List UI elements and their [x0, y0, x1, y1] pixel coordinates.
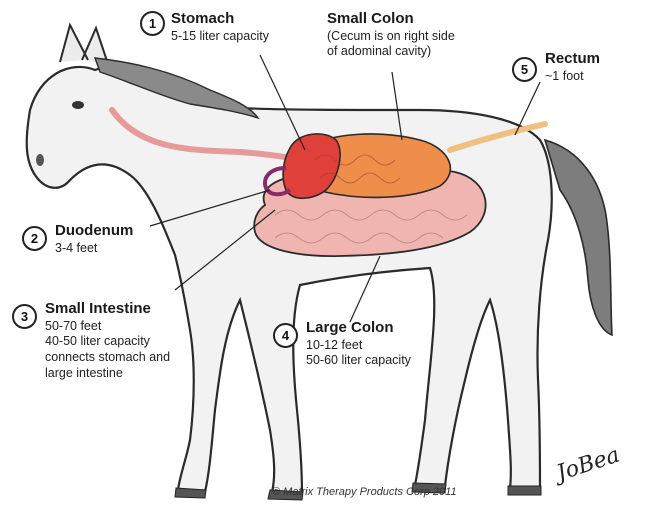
small-intestine-line-4: large intestine [45, 366, 170, 382]
small-colon-note-2: of adominal cavity) [327, 44, 455, 60]
large-colon-length: 10-12 feet [306, 338, 411, 354]
large-colon-label: Large Colon 10-12 feet 50-60 liter capac… [306, 319, 411, 369]
small-intestine-number-badge: 3 [12, 304, 37, 329]
small-colon-title: Small Colon [327, 10, 455, 29]
rectum-label: Rectum ~1 foot [545, 50, 600, 84]
small-colon-note-1: (Cecum is on right side [327, 29, 455, 45]
horse-nostril [36, 154, 44, 166]
horse-body [27, 66, 552, 494]
stomach-capacity: 5-15 liter capacity [171, 29, 269, 45]
small-colon-label: Small Colon (Cecum is on right side of a… [327, 10, 455, 60]
small-intestine-line-1: 50-70 feet [45, 319, 170, 335]
large-colon-capacity: 50-60 liter capacity [306, 353, 411, 369]
small-intestine-title: Small Intestine [45, 300, 170, 319]
rectum-length: ~1 foot [545, 69, 600, 85]
rectum-number-badge: 5 [512, 57, 537, 82]
stomach-label: Stomach 5-15 liter capacity [171, 10, 269, 44]
large-colon-number-badge: 4 [273, 323, 298, 348]
copyright-notice: © Matrix Therapy Products Corp 2011 [272, 486, 457, 498]
stomach-number-badge: 1 [140, 11, 165, 36]
small-intestine-line-2: 40-50 liter capacity [45, 334, 170, 350]
duodenum-title: Duodenum [55, 222, 133, 241]
horse-tail [545, 140, 612, 335]
stomach-title: Stomach [171, 10, 269, 29]
duodenum-label: Duodenum 3-4 feet [55, 222, 133, 256]
small-intestine-label: Small Intestine 50-70 feet 40-50 liter c… [45, 300, 170, 381]
rectum-title: Rectum [545, 50, 600, 69]
horse-eye [72, 101, 84, 109]
duodenum-number-badge: 2 [22, 226, 47, 251]
duodenum-length: 3-4 feet [55, 241, 133, 257]
small-intestine-line-3: connects stomach and [45, 350, 170, 366]
large-colon-title: Large Colon [306, 319, 411, 338]
